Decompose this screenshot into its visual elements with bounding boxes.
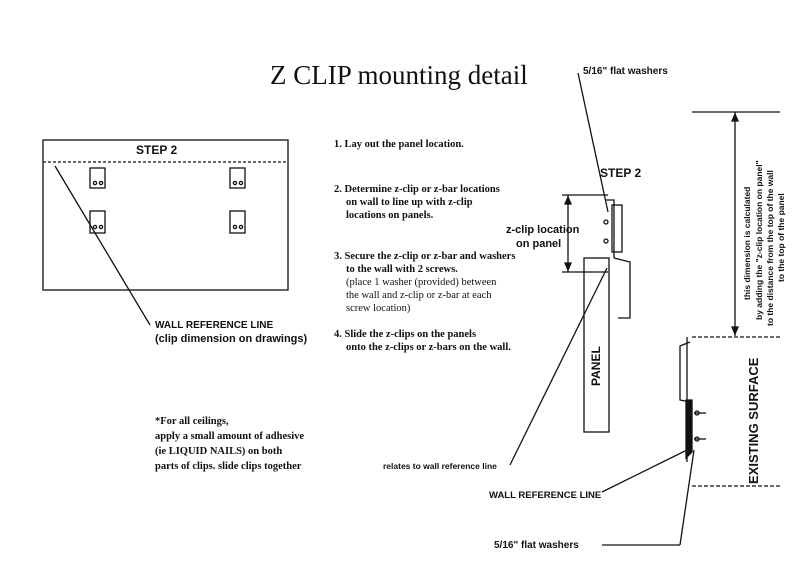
dimension-note-line-2: by adding the "z-clip location on panel"	[754, 160, 764, 320]
panel-clip-plate	[611, 204, 623, 253]
relates-label: relates to wall reference line	[383, 461, 497, 471]
step-2-line-2: on wall to line up with z-clip	[346, 197, 473, 208]
ceiling-note-line-3: (ie LIQUID NAILS) on both	[155, 446, 283, 457]
step-3-line-1: 3. Secure the z-clip or z-bar and washer…	[334, 251, 516, 262]
top-washers-label: 5/16" flat washers	[583, 66, 668, 77]
clip-dimension-note: (clip dimension on drawings)	[155, 333, 308, 345]
relates-leader	[509, 267, 608, 466]
panel-side-view	[583, 257, 610, 433]
clip-bracket	[89, 210, 106, 234]
existing-surface-label: EXISTING SURFACE	[746, 357, 761, 484]
washer-leader-top	[577, 72, 609, 213]
step-4-line-1: 4. Slide the z-clips on the panels	[334, 329, 477, 340]
step-1: 1. Lay out the panel location.	[334, 139, 464, 150]
panel-label: PANEL	[589, 346, 603, 386]
washer	[603, 219, 609, 225]
step-3-line-5: screw location)	[346, 303, 411, 314]
step-3-line-4: the wall and z-clip or z-bar at each	[346, 290, 492, 301]
ceiling-note-line-1: *For all ceilings,	[155, 416, 229, 427]
wall-ref-leader-right	[601, 449, 688, 493]
page-title: Z CLIP mounting detail	[270, 60, 528, 90]
step-3-line-3: (place 1 washer (provided) between	[346, 277, 497, 288]
clip-bracket	[229, 167, 246, 189]
step-2-label: STEP 2	[136, 143, 178, 157]
panel-front-view	[42, 139, 289, 291]
wall-ref-line-label-right: WALL REFERENCE LINE	[489, 490, 602, 501]
side-step-2-label: STEP 2	[600, 166, 642, 180]
wall-ref-leader	[54, 165, 151, 326]
step-3-line-2: to the wall with 2 screws.	[346, 264, 458, 275]
panel-clip	[606, 199, 615, 258]
ceiling-note-line-4: parts of clips. slide clips together	[155, 461, 302, 472]
wall-clip-fill	[685, 399, 693, 460]
step-2-line-1: 2. Determine z-clip or z-bar locations	[334, 184, 500, 195]
dimension-note-line-1: this dimension is calculated	[742, 186, 752, 300]
z-clip-location-label: z-clip location	[506, 224, 580, 236]
bottom-washers-label: 5/16" flat washers	[494, 540, 579, 551]
washer	[603, 238, 609, 244]
clip-tab	[613, 257, 631, 319]
wall-ref-line-label: WALL REFERENCE LINE	[155, 320, 274, 331]
clip-bracket	[89, 167, 106, 189]
step-4-line-2: onto the z-clips or z-bars on the wall.	[346, 342, 511, 353]
dimension-note-line-4: to the top of the panel	[776, 193, 786, 282]
ceiling-note-line-2: apply a small amount of adhesive	[155, 431, 305, 442]
dimension-note-line-3: to the distance from the top of the wall	[765, 170, 775, 326]
clip-bracket	[229, 210, 246, 234]
step-2-line-3: locations on panels.	[346, 210, 434, 221]
z-clip-location-label-2: on panel	[516, 238, 562, 250]
